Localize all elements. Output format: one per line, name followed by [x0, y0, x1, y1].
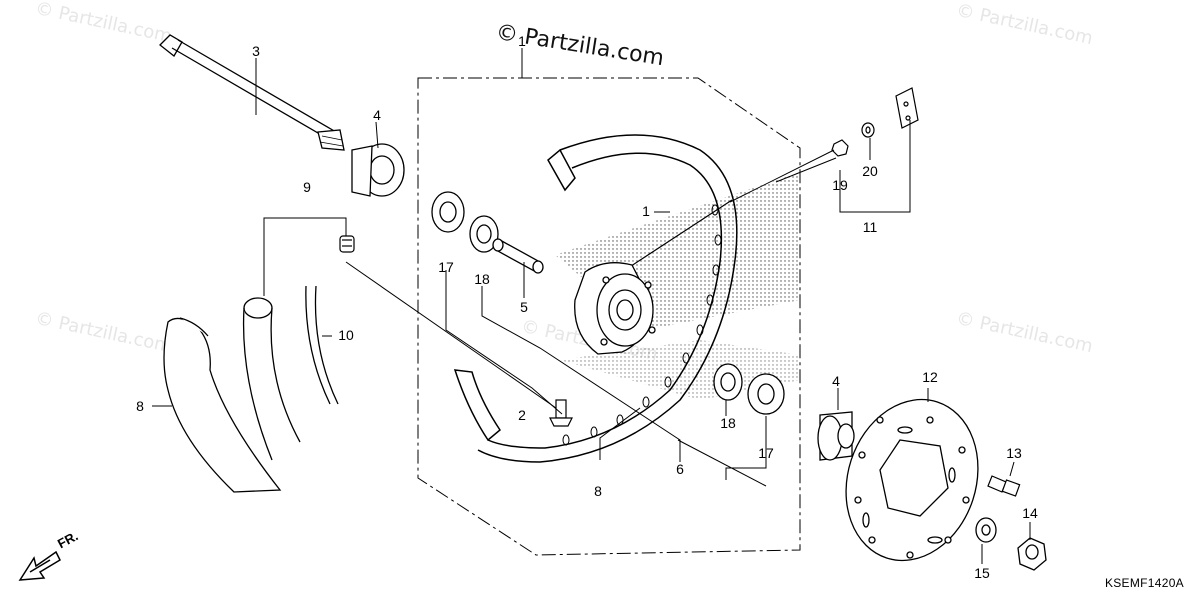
- brake-disc: [845, 398, 979, 562]
- callout-3: 3: [252, 43, 260, 59]
- small-nut: [831, 139, 849, 157]
- callout-12: 11: [863, 219, 878, 235]
- drawing-code: KSEMF1420A: [1104, 576, 1184, 590]
- callout-2: 2: [518, 407, 526, 423]
- callout-numbers: 3 4 9 10 8 1 1 17 18 5 2 8 6 18 17 4 12 …: [136, 33, 1038, 581]
- callout-4: 4: [373, 107, 381, 123]
- callout-14: 13: [1006, 445, 1022, 461]
- callout-10: 9: [303, 179, 311, 195]
- callout-1-top: 1: [518, 33, 526, 49]
- callout-9: 8: [136, 398, 144, 414]
- small-washer: [861, 122, 875, 138]
- assembly-outline: [417, 77, 801, 556]
- collar-upper: [351, 143, 405, 197]
- wheel-rim: [453, 134, 738, 463]
- callout-19: 19: [832, 177, 848, 193]
- distance-collar: [492, 238, 544, 274]
- axle-part: [159, 34, 345, 151]
- direction-arrow-icon: [18, 550, 61, 581]
- valve-cap-part: [339, 235, 355, 253]
- callout-11: 10: [338, 327, 354, 343]
- callout-8: 8: [594, 483, 602, 499]
- callout-16: 15: [974, 565, 990, 581]
- disc-nut: [1017, 537, 1047, 571]
- tube-part: [242, 297, 301, 461]
- spoke-line: [624, 199, 733, 271]
- callout-4-lower: 4: [832, 373, 840, 389]
- callout-13: 12: [922, 369, 938, 385]
- bearing-right: [713, 363, 785, 415]
- collar-lower: [817, 411, 855, 461]
- callout-15: 14: [1022, 505, 1038, 521]
- leader-lines: [152, 48, 1031, 564]
- wheel-hub: [574, 262, 656, 355]
- callout-18-left: 18: [474, 271, 490, 287]
- callout-17-right: 17: [758, 445, 774, 461]
- sensor-bracket: [895, 87, 919, 129]
- valve-part: [549, 399, 573, 427]
- callout-1: 1: [642, 203, 650, 219]
- callout-18-right: 18: [720, 415, 736, 431]
- rim-band-part: [305, 285, 339, 405]
- callout-20: 20: [862, 163, 878, 179]
- callout-6: 6: [676, 461, 684, 477]
- tire-part: [163, 317, 282, 493]
- callout-17-left: 17: [438, 259, 454, 275]
- washer: [975, 517, 997, 543]
- rim-holes: [562, 204, 722, 446]
- callout-5: 5: [520, 299, 528, 315]
- bearing-left: [431, 191, 499, 253]
- disc-bolt: [987, 475, 1021, 497]
